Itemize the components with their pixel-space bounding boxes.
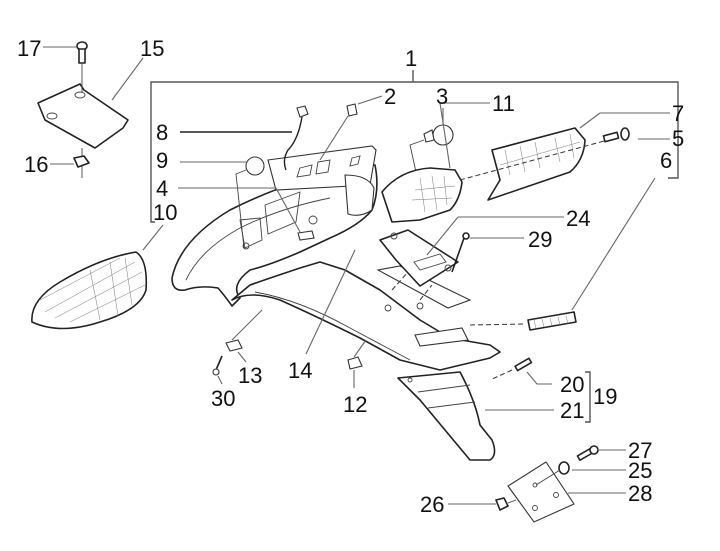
callout-4: 4 [156,176,169,201]
callout-8: 8 [156,120,169,145]
part-17-screw [43,41,88,92]
callout-24: 24 [566,206,591,231]
rear-fender-body [171,145,378,307]
callout-19: 19 [593,384,618,409]
assembly-19-bracket [585,371,591,423]
callout-14: 14 [288,358,313,383]
part-13-clip [225,309,263,363]
part-15-cover-plate [37,57,144,149]
part-7-lens [459,112,670,201]
callout-21: 21 [560,398,585,423]
part-21-mudflap [397,371,554,461]
callout-9: 9 [156,148,169,173]
callout-25: 25 [628,458,653,483]
part-30-screw [212,355,223,385]
part-16-clip [50,148,90,178]
part-26-nut [448,497,517,511]
callout-6: 6 [660,148,673,173]
part-9-bulb [180,156,265,249]
callout-15: 15 [140,36,165,61]
callout-29: 29 [528,227,553,252]
callout-16: 16 [24,152,49,177]
callout-11: 11 [492,91,515,116]
part-5-screw [602,127,670,143]
part-2-clip [319,95,383,161]
callout-1: 1 [405,46,418,71]
part-29-screw [451,232,524,273]
callout-2: 2 [384,84,397,109]
callout-30: 30 [211,386,236,411]
part-10-lens [31,224,164,330]
part-24-bracket [379,216,564,287]
part-27-bolt [576,445,626,462]
rear-fender-tail [231,261,501,371]
callout-17: 17 [17,36,42,61]
callout-5: 5 [672,126,685,151]
callout-7: 7 [672,101,685,126]
part-8-wire [180,105,309,171]
part-4-clip [178,187,315,241]
assembly-1-bracket [150,70,679,223]
part-28-plate [507,461,626,523]
callout-3: 3 [436,84,449,109]
part-20-screw [489,357,552,385]
callout-12: 12 [343,392,368,417]
callout-27: 27 [628,438,653,463]
callout-10: 10 [153,200,178,225]
part-11-lamp-housing [381,102,490,223]
part-6-plate-light [469,177,656,331]
part-25-washer [558,461,626,475]
part-12-clip [347,339,367,388]
callout-20: 20 [560,372,585,397]
part-14-leader [305,249,356,355]
callout-26: 26 [420,492,445,517]
callout-13: 13 [238,363,263,388]
callout-28: 28 [628,481,653,506]
